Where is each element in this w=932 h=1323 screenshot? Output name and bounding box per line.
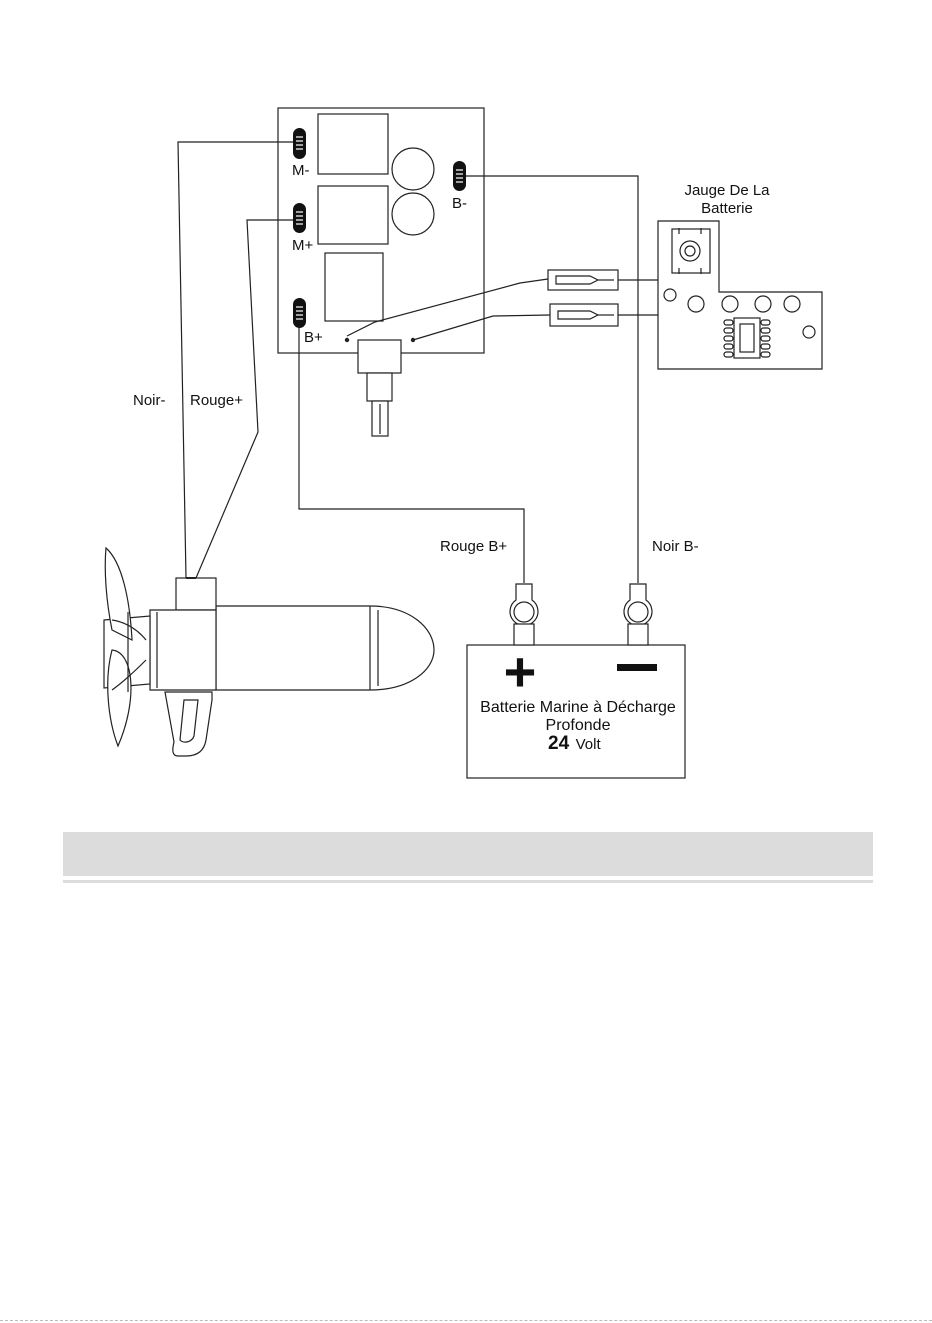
label-noir: Noir- (133, 392, 166, 409)
battery-voltage: 24 Volt (548, 733, 601, 754)
wiring-diagram: M- M+ B+ B- Jauge De La Batterie Noir- R… (0, 0, 932, 830)
minus-symbol (617, 664, 657, 671)
terminal-b-plus (293, 298, 306, 328)
wire-b-minus (466, 176, 638, 583)
battery-terminal-positive (510, 584, 538, 645)
terminal-m-minus (293, 128, 306, 159)
terminal-b-minus (453, 161, 466, 191)
label-noir-b-minus: Noir B- (652, 538, 699, 555)
label-b-plus: B+ (304, 329, 323, 346)
wire-noir (178, 142, 293, 578)
connector-bottom (550, 304, 618, 326)
battery-voltage-unit: Volt (576, 736, 602, 753)
label-m-plus: M+ (292, 237, 313, 254)
section-header-band (63, 832, 873, 876)
connector-top (548, 270, 618, 290)
label-rouge: Rouge+ (190, 392, 243, 409)
label-b-minus: B- (452, 195, 467, 212)
controller-board (278, 108, 484, 353)
label-rouge-b-plus: Rouge B+ (440, 538, 507, 555)
trolling-motor (104, 548, 434, 756)
page-bottom-edge (0, 1320, 932, 1321)
label-gauge-line2: Batterie (701, 200, 753, 217)
label-gauge-line1: Jauge De La (684, 182, 770, 199)
battery-terminal-negative (624, 584, 652, 645)
battery-label-line1: Batterie Marine à Décharge (480, 699, 676, 716)
section-divider (63, 880, 873, 883)
battery-plus-symbol: + (504, 640, 537, 703)
terminal-m-plus (293, 203, 306, 233)
battery-label-line2: Profonde (546, 717, 611, 734)
battery-voltage-number: 24 (548, 733, 570, 754)
label-m-minus: M- (292, 162, 310, 179)
